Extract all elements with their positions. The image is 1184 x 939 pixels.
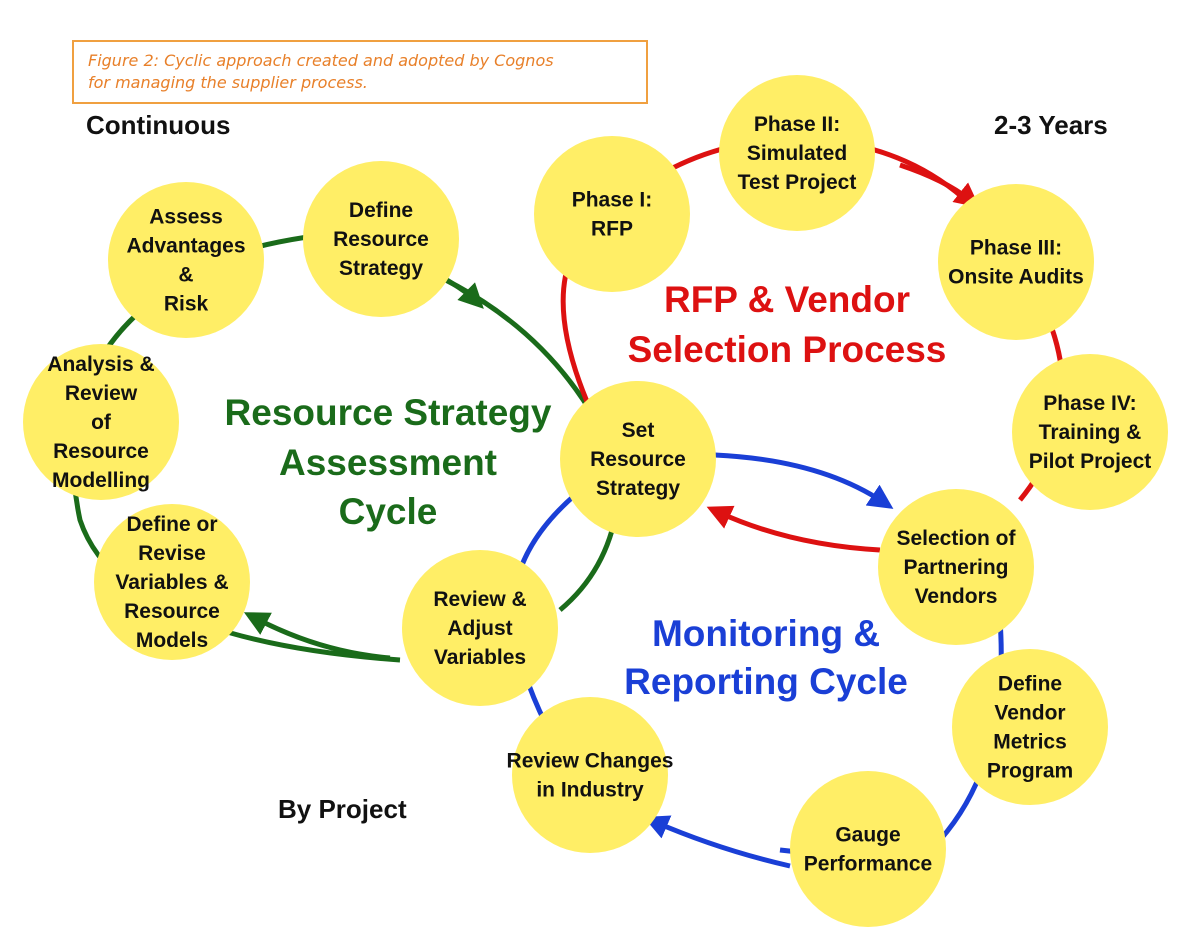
monitoring-arrow-to-selection [714,452,894,509]
node-label-line: Modelling [52,469,150,492]
resource-arrow-to-define-variables [243,612,391,661]
by-project-label: By Project [278,794,407,824]
node-label-line: Gauge [835,824,900,847]
node-label-line: Performance [804,853,932,876]
node-phase-1-rfp: Phase I: RFP [534,136,690,292]
node-label-line: Assess [149,206,223,229]
node-phase-3-onsite-audits: Phase III: Onsite Audits [938,184,1094,340]
node-label-line: Selection of [896,527,1016,550]
node-label-line: Define [998,673,1062,696]
node-circle [878,489,1034,645]
node-label-line: Revise [138,542,206,565]
node-label-line: Strategy [339,257,423,280]
node-circle [952,649,1108,805]
rfp-arrow-to-phase-3 [899,162,980,208]
node-label-line: Vendors [915,585,998,608]
node-label-line: Simulated [747,142,847,165]
node-phase-4-training-pilot: Phase IV: Training & Pilot Project [1012,354,1168,510]
resource-title-line-2: Assessment [279,442,497,483]
node-label-line: Define or [126,513,217,536]
figure-caption: Figure 2: Cyclic approach created and ad… [72,40,648,104]
node-label-line: Models [136,629,208,652]
node-label-line: Program [987,760,1073,783]
node-label-line: Review Changes [507,750,674,773]
node-label-line: Define [349,199,413,222]
monitoring-title-line-2: Reporting Cycle [624,661,908,702]
node-label-line: in Industry [536,779,644,802]
node-label-line: Vendor [994,702,1065,725]
node-label-line: Set [622,419,655,442]
node-label-line: Review & [433,588,526,611]
node-label-line: Review [65,382,138,405]
monitoring-cycle-title: Monitoring & Reporting Cycle [624,613,908,702]
node-label-line: Resource [124,600,220,623]
node-label-line: Phase I: [572,189,653,212]
node-label-line: Phase II: [754,113,840,136]
node-circle [560,381,716,537]
node-label-line: Resource [590,448,686,471]
monitoring-title-line-1: Monitoring & [652,613,880,654]
continuous-label: Continuous [86,110,231,140]
node-circle [94,504,250,660]
caption-line-1: Figure 2: Cyclic approach created and ad… [88,51,554,70]
node-label-line: Metrics [993,731,1067,754]
node-label-line: Phase III: [970,237,1062,260]
node-label-line: Risk [164,293,209,316]
node-circle [402,550,558,706]
node-label-line: Phase IV: [1043,392,1136,415]
node-circle [23,344,179,500]
node-review-changes-industry: Review Changes in Industry [507,697,674,853]
node-circle [534,136,690,292]
node-label-line: Strategy [596,477,680,500]
node-circle [1012,354,1168,510]
node-label-line: Advantages [126,235,245,258]
nodes-layer: SetResourceStrategyDefineResourceStrateg… [23,75,1168,927]
node-label-line: Resource [53,440,149,463]
node-label-line: Variables [434,646,526,669]
node-label-line: Analysis & [47,353,154,376]
node-circle [512,697,668,853]
node-circle [790,771,946,927]
resource-cycle-title: Resource Strategy Assessment Cycle [225,392,552,532]
node-label-line: Resource [333,228,429,251]
node-label-line: Variables & [115,571,228,594]
rfp-cycle-title: RFP & Vendor Selection Process [628,279,947,370]
rfp-title-line-2: Selection Process [628,329,947,370]
node-label-line: Test Project [738,171,857,194]
rfp-arrow-to-set-strategy [706,505,881,553]
resource-title-line-3: Cycle [339,491,438,532]
node-circle [719,75,875,231]
node-label-line: & [178,264,193,287]
node-circle [108,182,264,338]
node-circle [303,161,459,317]
node-label-line: Adjust [447,617,512,640]
years-label: 2-3 Years [994,110,1108,140]
monitoring-arrow-to-review-changes [643,815,791,869]
node-label-line: Pilot Project [1029,450,1152,473]
node-label-line: of [91,411,112,434]
node-label-line: Partnering [903,556,1008,579]
node-circle [938,184,1094,340]
rfp-title-line-1: RFP & Vendor [664,279,910,320]
resource-title-line-1: Resource Strategy [225,392,552,433]
node-label-line: Training & [1039,421,1142,444]
node-label-line: RFP [591,218,633,241]
caption-line-2: for managing the supplier process. [88,73,368,92]
node-label-line: Onsite Audits [948,266,1084,289]
